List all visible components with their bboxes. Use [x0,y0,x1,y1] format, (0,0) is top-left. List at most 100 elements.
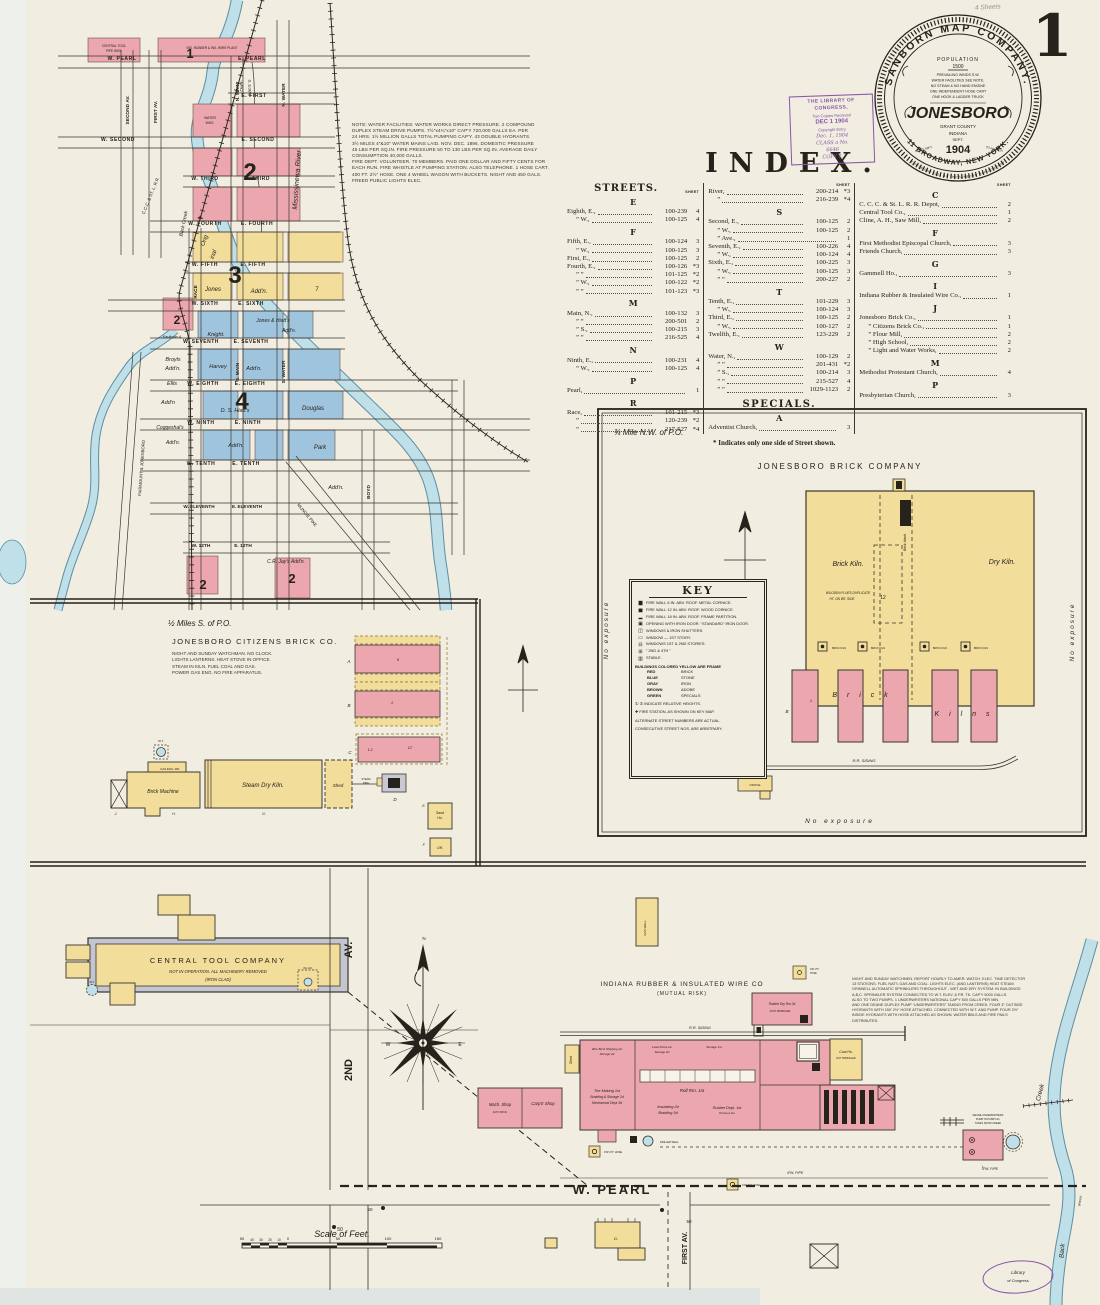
map-label: Add'n. [281,328,296,334]
map-label: 50 [336,1236,341,1241]
map-label: Storage 2d [600,1052,615,1056]
note-line: 400 FT. 2½″ HOSE. ONE 4 WHEEL WAGON WITH… [352,171,542,177]
pond [0,539,27,585]
map-label: GAS WELL [643,920,647,936]
map-label: 50 [337,1227,343,1233]
engine-room [900,500,911,526]
note-line: LIGHTS LANTERNS. HEAT STOVE IN OFFICE. [172,657,271,663]
map-label: Add'n. [165,440,180,446]
index-letter: M [930,357,940,368]
map-label: Add'n. [245,366,261,372]
key-row: ⊟WINDOWS 1ST & 2ND STORIES. [635,641,761,648]
note-line: CONSUMPTION 40,000 GALLS. [352,153,424,159]
map-label: (IRON CLAD) [205,977,231,982]
map-label: F. [423,843,426,847]
dwelling [594,1218,646,1261]
map-label: NO STEAM & NO HAND ENGINE [931,84,986,88]
map-label: Brick Mach. [903,533,907,551]
index-letter: F [630,226,636,237]
note-line: 3½ MILES 4″&10″ WATER MAINS LAID. NOV. D… [352,140,535,146]
map-label: RACE [193,284,199,298]
map-label: 1-2 [367,748,372,752]
map-label: E. NINTH [235,420,261,426]
wire-co-note: NIGHT AND SUNDAY WATCHMEN. REPORT HOURLY… [852,977,1064,1024]
map-label: 150 [435,1236,442,1241]
map-label: TO AN INCH [985,145,1003,153]
index-entry: Pearl,1 [567,387,700,395]
map-label: 20 [268,1238,272,1242]
map-label: 150′ 2½″ [810,967,819,971]
index-entry: ”216-239*4 [717,196,851,204]
map-label: Broyls [165,357,181,363]
map-label: WOODEN FLUES DUPLICATE [826,591,871,595]
map-label: Shed [333,783,344,788]
mississinewa-river [191,0,452,611]
map-label: R.R. SIDING [689,1026,711,1030]
key-row: ▂FIRE WALL 18 IN. ABV. ROOF. FRAME PARTI… [635,614,761,621]
map-label: ½ Miles S. of P.O. [168,619,231,628]
chimney-icon [896,481,902,489]
gas-well-building [635,897,659,947]
index-entry: Gammell Ho.,3 [859,270,1011,278]
map-label: JONESBORO CITIZENS BRICK CO. [172,637,338,646]
map-label: W. SEVENTH [183,339,219,345]
key-row: ▅FIRE WALL 12 IN. ABV. ROOF. WOOD CORNIC… [635,607,761,614]
map-label: 1904 [946,144,971,156]
index-entry: Adventist Church,3 [708,424,851,432]
back-creek-outline [53,326,179,612]
map-label: Back [1058,1243,1066,1259]
note-line: ALSO TO TWO PUMPS. 1 UNDERWRITERS NATION… [852,997,1000,1002]
map-label: Over- [239,80,244,92]
map-label: NOT IN OPERATION. ALL MACHINERY REMOVED [169,969,267,974]
note-line: NIGHT AND SUNDAY WATCHMAN. NO CLOCK. [172,651,273,656]
firewall-6in-icon: ▆ [638,600,643,607]
back-creek [54,327,178,611]
note-line: 24 HRS. 1½ MILLION GALLS TOTAL PUMPING C… [352,134,531,140]
note-line: AND ONE DEANE DUPLEX PUMP “UNDERWRITERS”… [852,1003,1023,1008]
map-label: WATER [204,116,216,120]
map-label: BRICK KILN [933,647,947,650]
map-label: N. MAIN [235,82,241,101]
map-label: 2 [288,571,295,586]
map-label: W [386,1042,391,1048]
scale-bar [241,1242,443,1249]
map-label: Tire Making 1st [594,1089,621,1093]
map-label: Coal Ho. [839,1050,853,1054]
map-label: GAS ENG. RM. [160,767,180,771]
note-line: POWER GAS ENG. NO FIRE APPARATUS. [172,670,263,676]
key-row: ◫WINDOWS & IRON SHUTTERS. [635,628,761,635]
map-label: OFFICE [750,783,761,787]
map-label: man's 'n [247,79,252,96]
map-label: Brick Machine [147,789,179,795]
brick-company-panel: ¾ Mile N.W. of P.O.JONESBORO BRICK COMPA… [597,408,1087,837]
note-line: 45 LBS PER SQ.IN. FIRE PRESSURE 50 TO 13… [352,146,538,152]
map-label: W. THIRD [191,176,218,182]
map-label: Off. [437,846,443,850]
index-entry: ” Flour Mill,2 [868,330,1011,338]
map-label: W. NINTH [187,420,214,426]
map-label: ONE INDEPENDENT HOSE CART [930,90,987,94]
map-label: Braiding 3d [658,1111,678,1115]
map-label: Add'n. [164,366,180,372]
map-label: Ho. [437,816,442,820]
map-label: Steam Dry Kiln. [242,783,284,789]
key-row: ▣OPENING WITH IRON DOOR. “STANDARD” IRON… [635,621,761,628]
map-label: W. PEARL [108,56,137,62]
map-label: PIPE WKS. [106,49,122,53]
map-label: 1500 [952,64,963,70]
map-label: STEAM [362,777,371,781]
map-label: E. FIRST [241,93,266,99]
map-label: Ellis [167,381,177,387]
map-label: (MUTUAL RISK) [657,991,707,997]
map-label: JONESBORO [907,105,1010,122]
